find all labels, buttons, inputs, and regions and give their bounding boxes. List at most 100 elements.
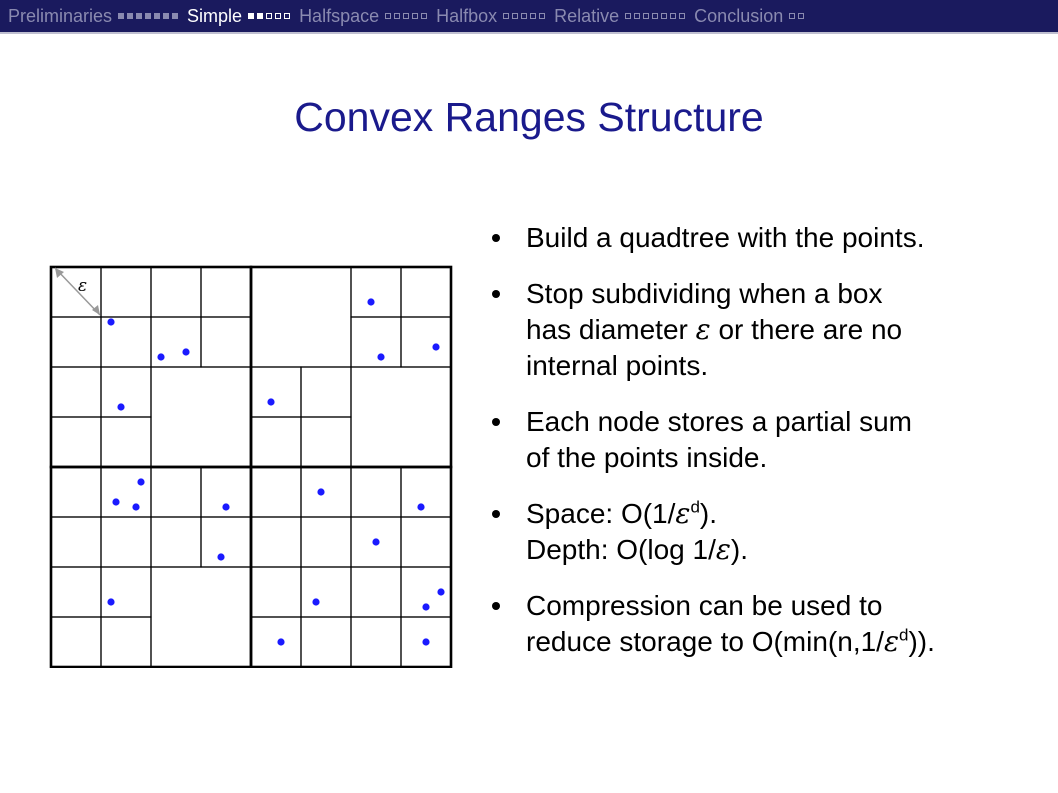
data-point xyxy=(422,603,430,611)
slide-visited-indicator[interactable] xyxy=(154,13,161,19)
data-point xyxy=(372,538,380,546)
quadtree-cell xyxy=(300,566,352,618)
slide-unvisited-indicator[interactable] xyxy=(679,13,686,19)
bullet-item: Stop subdividing when a box has diameter… xyxy=(492,276,1052,384)
data-point xyxy=(367,298,375,306)
data-point xyxy=(432,343,440,351)
slide-unvisited-indicator[interactable] xyxy=(789,13,796,19)
slide-unvisited-indicator[interactable] xyxy=(634,13,641,19)
slide-title: Convex Ranges Structure xyxy=(294,94,764,140)
slide-unvisited-indicator[interactable] xyxy=(403,13,410,19)
data-point xyxy=(222,503,230,511)
data-point xyxy=(217,553,225,561)
slide-visited-indicator[interactable] xyxy=(163,13,170,19)
data-point xyxy=(112,498,120,506)
bullet-text: reduce storage to O(min(n,1/ xyxy=(526,626,884,657)
epsilon-arrowhead-end xyxy=(92,305,100,315)
epsilon-label: ε xyxy=(78,276,87,296)
quadtree-cell xyxy=(350,616,402,668)
slide-unvisited-indicator[interactable] xyxy=(266,13,273,19)
slide-unvisited-indicator[interactable] xyxy=(385,13,392,19)
slide-unvisited-indicator[interactable] xyxy=(670,13,677,19)
nav-section-label[interactable]: Relative xyxy=(554,5,620,26)
quadtree-cell xyxy=(100,266,152,318)
bullet-text-line: Depth: O(log 1/ε). xyxy=(526,532,1052,568)
nav-section-relative[interactable]: Relative xyxy=(554,5,686,27)
data-point xyxy=(157,353,165,361)
quadtree-cell xyxy=(100,416,152,468)
nav-section-label[interactable]: Preliminaries xyxy=(8,5,113,26)
nav-section-conclusion[interactable]: Conclusion xyxy=(694,5,805,27)
nav-section-halfspace[interactable]: Halfspace xyxy=(299,5,428,27)
slide-unvisited-indicator[interactable] xyxy=(643,13,650,19)
quadtree-cell xyxy=(300,466,352,518)
bullet-item: Build a quadtree with the points. xyxy=(492,220,1052,256)
quadtree-cell xyxy=(250,266,352,368)
nav-section-preliminaries[interactable]: Preliminaries xyxy=(8,5,179,27)
data-point xyxy=(312,598,320,606)
slide-unvisited-indicator[interactable] xyxy=(530,13,537,19)
bullet-text: of the points inside. xyxy=(526,442,768,473)
slide-unvisited-indicator[interactable] xyxy=(503,13,510,19)
nav-slide-indicators xyxy=(118,13,179,19)
quadtree-cell xyxy=(400,316,452,368)
data-point xyxy=(437,588,445,596)
epsilon-diameter-marker: ε xyxy=(54,267,101,316)
slide-visited-indicator[interactable] xyxy=(248,13,255,19)
bullet-text: or there are no xyxy=(710,314,903,345)
quadtree-cell xyxy=(50,416,102,468)
quadtree-cell xyxy=(350,266,402,318)
epsilon-symbol: ε xyxy=(883,625,899,658)
nav-section-label[interactable]: Halfbox xyxy=(436,5,498,26)
slide-unvisited-indicator[interactable] xyxy=(394,13,401,19)
quadtree-cell xyxy=(150,266,202,318)
epsilon-symbol: ε xyxy=(715,533,731,566)
slide-unvisited-indicator[interactable] xyxy=(652,13,659,19)
epsilon-symbol: ε xyxy=(675,497,691,530)
quadtree-cell xyxy=(100,566,152,618)
slide-visited-indicator[interactable] xyxy=(172,13,179,19)
bullet-dot-icon xyxy=(492,418,500,426)
slide-unvisited-indicator[interactable] xyxy=(284,13,291,19)
quadtree-cell xyxy=(400,466,452,518)
bullet-item: Each node stores a partial sum of the po… xyxy=(492,404,1052,476)
slide-visited-indicator[interactable] xyxy=(136,13,143,19)
slide-visited-indicator[interactable] xyxy=(257,13,264,19)
bullet-item: Space: O(1/εd). Depth: O(log 1/ε). xyxy=(492,496,1052,568)
quadtree-cell xyxy=(300,416,352,468)
slide-unvisited-indicator[interactable] xyxy=(521,13,528,19)
slide-unvisited-indicator[interactable] xyxy=(512,13,519,19)
superscript-d: d xyxy=(690,497,700,517)
quadtree-cell xyxy=(100,466,152,518)
slide-unvisited-indicator[interactable] xyxy=(421,13,428,19)
bullet-text: Compression can be used to xyxy=(526,590,883,621)
epsilon-symbol: ε xyxy=(695,313,711,346)
nav-section-label[interactable]: Conclusion xyxy=(694,5,784,26)
slide-unvisited-indicator[interactable] xyxy=(798,13,805,19)
slide-visited-indicator[interactable] xyxy=(127,13,134,19)
slide-visited-indicator[interactable] xyxy=(145,13,152,19)
quadtree-cell xyxy=(50,516,102,568)
quadtree-cell xyxy=(200,516,252,568)
bullet-text: ). xyxy=(699,498,718,529)
bullet-text: Each node stores a partial sum xyxy=(526,406,912,437)
quadtree-quadrant xyxy=(249,465,453,669)
slide-unvisited-indicator[interactable] xyxy=(625,13,632,19)
nav-section-label[interactable]: Halfspace xyxy=(299,5,380,26)
bullet-dot-icon xyxy=(492,234,500,242)
nav-section-simple[interactable]: Simple xyxy=(187,5,291,27)
nav-section-label[interactable]: Simple xyxy=(187,5,243,26)
quadtree-cell xyxy=(350,466,402,518)
slide-unvisited-indicator[interactable] xyxy=(661,13,668,19)
quadtree-cell xyxy=(100,516,152,568)
bullet-text: internal points. xyxy=(526,350,709,381)
section-navigation-bar: Preliminaries Simple Halfspace Halfbox Relat… xyxy=(0,0,1058,34)
slide-visited-indicator[interactable] xyxy=(118,13,125,19)
nav-section-halfbox[interactable]: Halfbox xyxy=(436,5,546,27)
slide-unvisited-indicator[interactable] xyxy=(539,13,546,19)
slide-unvisited-indicator[interactable] xyxy=(412,13,419,19)
slide-unvisited-indicator[interactable] xyxy=(275,13,282,19)
nav-slide-indicators xyxy=(503,13,546,19)
data-point xyxy=(117,403,125,411)
bullet-text: Space: O(1/ xyxy=(526,498,676,529)
